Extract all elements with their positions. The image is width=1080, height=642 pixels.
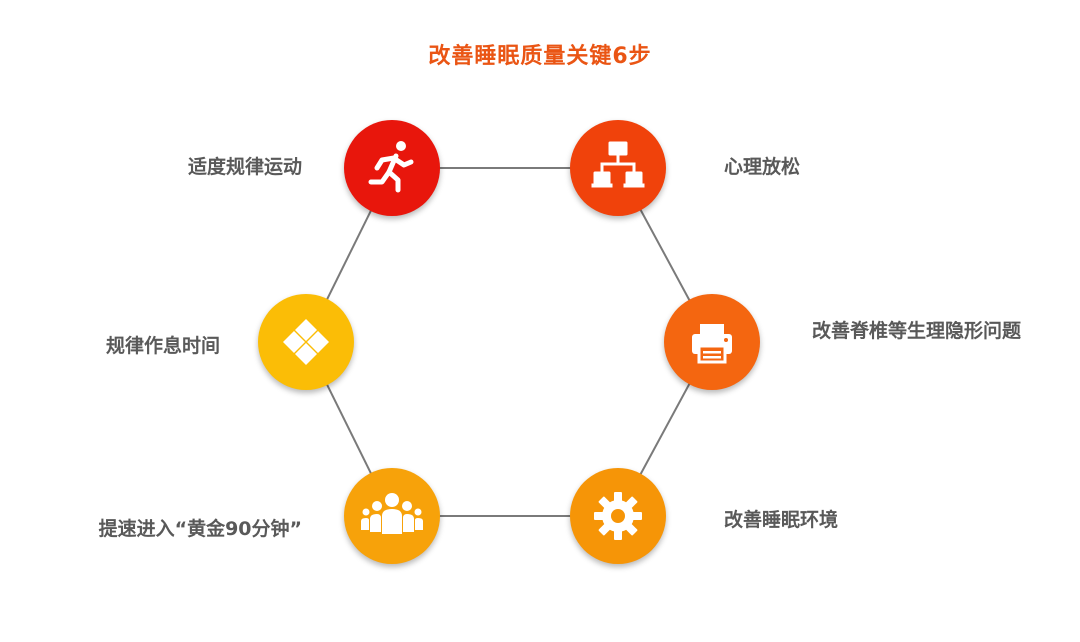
step-label-spine: 改善脊椎等生理隐形问题 <box>812 320 1022 342</box>
gear-icon <box>594 492 642 540</box>
running-person-icon <box>368 141 414 193</box>
step-node-exercise <box>344 120 440 216</box>
step-node-environment <box>570 468 666 564</box>
step-label-golden-90: 提速进入“黄金90分钟” <box>98 518 302 540</box>
step-label-relax: 心理放松 <box>724 156 801 178</box>
page-title: 改善睡眠质量关键6步 <box>428 44 652 69</box>
step-label-exercise: 适度规律运动 <box>187 156 302 178</box>
step-node-relax <box>570 120 666 216</box>
step-node-schedule <box>258 294 354 390</box>
diamond-pattern-icon <box>283 319 329 365</box>
step-node-golden-90 <box>344 468 440 564</box>
printer-icon <box>692 324 732 364</box>
group-people-icon <box>361 493 423 534</box>
network-hierarchy-icon <box>591 141 645 188</box>
step-node-spine <box>664 294 760 390</box>
step-label-environment: 改善睡眠环境 <box>724 509 839 531</box>
step-label-schedule: 规律作息时间 <box>105 335 220 357</box>
